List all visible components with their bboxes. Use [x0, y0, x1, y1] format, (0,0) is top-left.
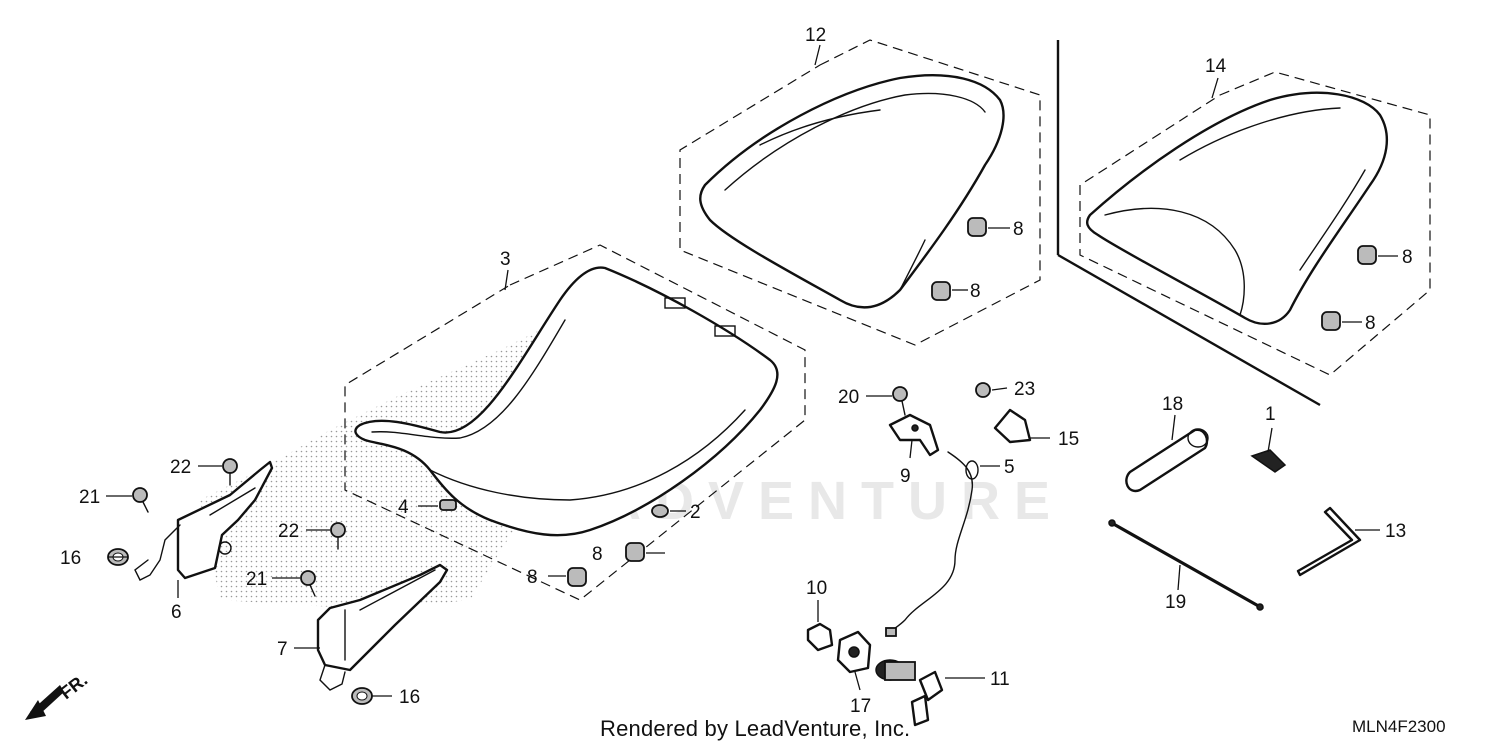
callout-9[interactable]: 9: [900, 466, 911, 487]
cushion-2[interactable]: [651, 504, 669, 518]
damper-8d[interactable]: [1321, 311, 1341, 331]
callout-14[interactable]: 17: [850, 696, 871, 717]
pillion-seat-12[interactable]: [679, 39, 1041, 346]
callout-17[interactable]: 18: [1162, 394, 1183, 415]
damper-8a[interactable]: [967, 217, 987, 237]
callout-16a[interactable]: 16: [60, 548, 81, 569]
front-direction-arrow: FR.: [25, 670, 91, 720]
footer-credit: Rendered by LeadVenture, Inc.: [600, 716, 911, 741]
callout-8e[interactable]: 8: [592, 544, 603, 565]
bolt-22b[interactable]: [330, 522, 346, 550]
key-cylinder-11[interactable]: [875, 659, 944, 727]
callout-1[interactable]: 1: [1265, 404, 1276, 425]
callout-11[interactable]: 11: [990, 669, 1010, 690]
callout-8b[interactable]: 8: [970, 281, 981, 302]
callout-22b[interactable]: 22: [278, 521, 299, 542]
callout-2[interactable]: 2: [690, 502, 701, 523]
fuse-1[interactable]: [1250, 449, 1287, 473]
callout-20[interactable]: 20: [838, 387, 859, 408]
bolt-20[interactable]: [892, 386, 908, 416]
seat-lock-cable-5[interactable]: [885, 451, 979, 637]
seat-bracket-7[interactable]: [316, 563, 449, 691]
callout-22a[interactable]: 22: [170, 457, 191, 478]
callout-21b[interactable]: 21: [246, 569, 267, 590]
callouts: 12 14 3 8 8 8 8 8 8 2 4 16 16 22 21 21 2…: [60, 25, 1413, 717]
seat-bracket-6[interactable]: [134, 460, 274, 581]
callout-8c[interactable]: 8: [1402, 247, 1413, 268]
tool-18[interactable]: [1108, 519, 1264, 611]
latch-9[interactable]: [888, 413, 940, 457]
callout-13[interactable]: 14: [1205, 56, 1227, 77]
leader-lines: [106, 44, 1398, 697]
callout-8f[interactable]: 8: [527, 567, 538, 588]
grommet-16b[interactable]: [351, 687, 373, 705]
bolt-23[interactable]: [975, 382, 991, 398]
callout-8d[interactable]: 8: [1365, 313, 1376, 334]
hex-key-19[interactable]: [1296, 506, 1362, 577]
cushion-4[interactable]: [439, 499, 457, 511]
callout-8a[interactable]: 8: [1013, 219, 1024, 240]
bolt-21b[interactable]: [300, 570, 316, 597]
damper-8b[interactable]: [931, 281, 951, 301]
front-label: FR.: [56, 670, 91, 704]
callout-16b[interactable]: 16: [399, 687, 420, 708]
seat-cowl-13[interactable]: [1056, 40, 1431, 407]
callout-15[interactable]: 15: [1058, 429, 1079, 450]
damper-8e[interactable]: [625, 542, 645, 562]
clip-10[interactable]: [806, 622, 834, 652]
callout-12[interactable]: 12: [805, 25, 826, 46]
callout-3[interactable]: 3: [500, 249, 511, 270]
callout-23[interactable]: 23: [1014, 379, 1035, 400]
stay-15[interactable]: [993, 408, 1032, 444]
damper-8c[interactable]: [1357, 245, 1377, 265]
damper-8f[interactable]: [567, 567, 587, 587]
tool-handle-17[interactable]: [1125, 428, 1209, 493]
diagram-code: MLN4F2300: [1352, 717, 1446, 736]
bolt-21a[interactable]: [132, 487, 149, 513]
main-seat-3[interactable]: [200, 244, 806, 610]
callout-18[interactable]: 19: [1165, 592, 1186, 613]
callout-7[interactable]: 7: [277, 639, 288, 660]
callout-6[interactable]: 6: [171, 602, 182, 623]
callout-19[interactable]: 13: [1385, 521, 1406, 542]
callout-21a[interactable]: 21: [79, 487, 100, 508]
callout-5[interactable]: 5: [1004, 457, 1015, 478]
bolt-22a[interactable]: [222, 458, 238, 486]
callout-4[interactable]: 4: [398, 497, 409, 518]
holder-14[interactable]: [836, 630, 872, 674]
callout-10[interactable]: 10: [806, 578, 827, 599]
